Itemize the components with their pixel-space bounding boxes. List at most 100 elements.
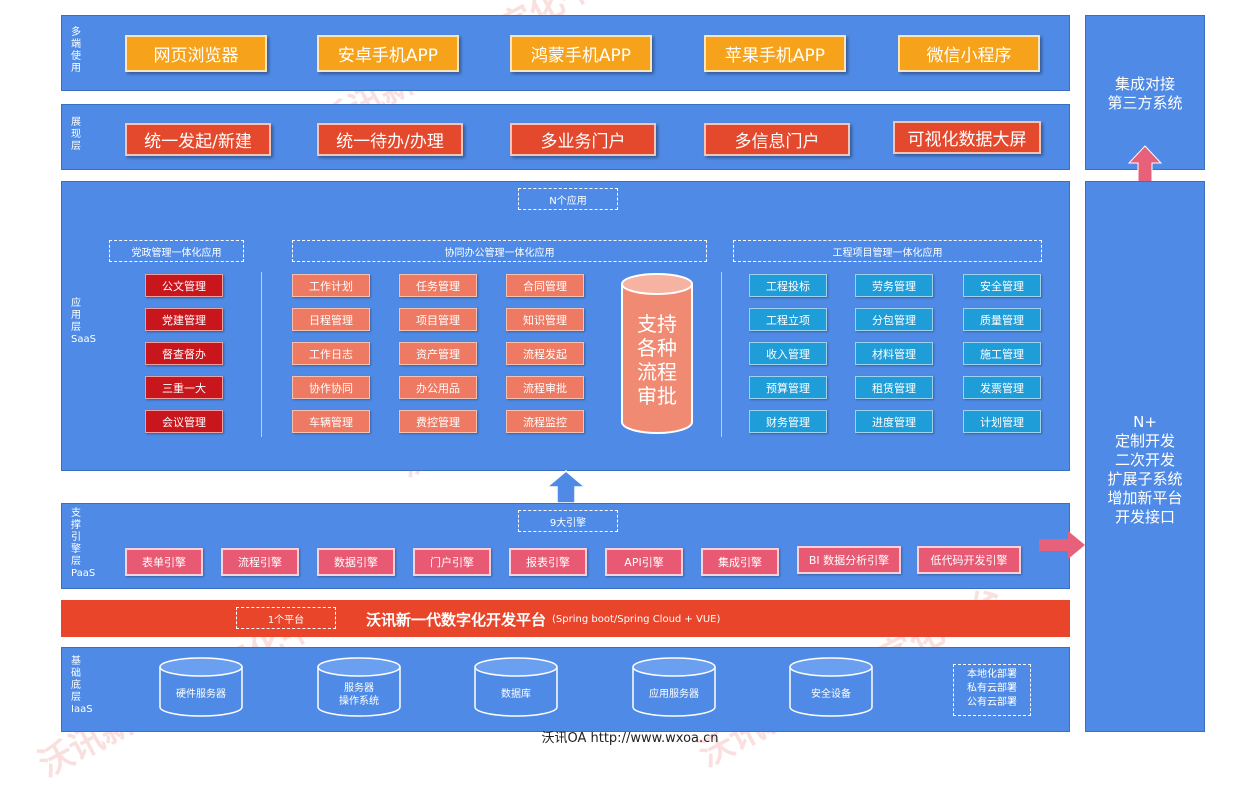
security-device-icon [789, 657, 873, 717]
extension-item: 定制开发 [1114, 432, 1175, 450]
unified-create-button[interactable]: 统一发起/新建 [125, 123, 271, 156]
group-divider [721, 272, 722, 437]
engineering-module[interactable]: 施工管理 [963, 342, 1041, 365]
client-harmony-app[interactable]: 鸿蒙手机APP [510, 35, 652, 72]
engineering-module[interactable]: 发票管理 [963, 376, 1041, 399]
platform-tag: 1个平台 [236, 607, 336, 629]
office-module[interactable]: 车辆管理 [292, 410, 370, 433]
extension-list: N+ 定制开发 二次开发 扩展子系统 增加新平台 开发接口 [1085, 413, 1205, 527]
office-module[interactable]: 费控管理 [399, 410, 477, 433]
engineering-module[interactable]: 劳务管理 [855, 274, 933, 297]
party-module-document[interactable]: 公文管理 [145, 274, 223, 297]
engine-report[interactable]: 报表引擎 [509, 548, 587, 576]
engineering-module[interactable]: 安全管理 [963, 274, 1041, 297]
engine-workflow[interactable]: 流程引擎 [221, 548, 299, 576]
integration-panel [1085, 15, 1205, 170]
office-module[interactable]: 流程发起 [506, 342, 584, 365]
party-group-title: 党政管理一体化应用 [109, 240, 244, 262]
engineering-module[interactable]: 工程投标 [749, 274, 827, 297]
data-screen-button[interactable]: 可视化数据大屏 [893, 121, 1041, 154]
engineering-module[interactable]: 质量管理 [963, 308, 1041, 331]
engineering-module[interactable]: 计划管理 [963, 410, 1041, 433]
extension-item: 开发接口 [1114, 508, 1175, 526]
database-icon [474, 657, 558, 717]
infra-item-label: 应用服务器 [649, 689, 699, 700]
deploy-option: 私有云部署 [967, 683, 1017, 694]
client-android-app[interactable]: 安卓手机APP [317, 35, 459, 72]
party-module-building[interactable]: 党建管理 [145, 308, 223, 331]
party-module-supervision[interactable]: 督查督办 [145, 342, 223, 365]
engine-count-tag: 9大引擎 [518, 510, 618, 532]
engine-api[interactable]: API引擎 [605, 548, 683, 576]
business-portal-button[interactable]: 多业务门户 [510, 123, 656, 156]
engine-data[interactable]: 数据引擎 [317, 548, 395, 576]
extension-item: N+ [1133, 413, 1157, 431]
office-module[interactable]: 流程监控 [506, 410, 584, 433]
office-module[interactable]: 工作日志 [292, 342, 370, 365]
application-layer-label-en: SaaS [71, 334, 96, 345]
infra-item-label: 硬件服务器 [176, 689, 226, 700]
office-module[interactable]: 资产管理 [399, 342, 477, 365]
info-portal-button[interactable]: 多信息门户 [704, 123, 850, 156]
engine-layer-label-cn: 支撑引擎层 [71, 508, 81, 567]
client-web-browser[interactable]: 网页浏览器 [125, 35, 267, 72]
engineering-module[interactable]: 财务管理 [749, 410, 827, 433]
infra-layer-label: 基础底层 IaaS [71, 656, 111, 716]
engineering-module[interactable]: 材料管理 [855, 342, 933, 365]
client-wechat-miniprogram[interactable]: 微信小程序 [898, 35, 1040, 72]
extension-item: 扩展子系统 [1107, 470, 1183, 488]
office-group-title: 协同办公管理一体化应用 [292, 240, 707, 262]
office-module[interactable]: 工作计划 [292, 274, 370, 297]
multi-end-layer-label: 多端使用 [71, 27, 81, 74]
engine-bi[interactable]: BI 数据分析引擎 [797, 546, 901, 574]
office-module[interactable]: 知识管理 [506, 308, 584, 331]
engine-form[interactable]: 表单引擎 [125, 548, 203, 576]
flow-cylinder-icon [621, 273, 693, 434]
application-layer-label: 应用层 SaaS [71, 298, 111, 346]
application-layer-label-cn: 应用层 [71, 298, 81, 333]
engine-portal[interactable]: 门户引擎 [413, 548, 491, 576]
platform-title: 沃讯新一代数字化开发平台 [366, 610, 547, 629]
extension-item: 增加新平台 [1107, 489, 1183, 507]
engineering-module[interactable]: 预算管理 [749, 376, 827, 399]
engine-lowcode[interactable]: 低代码开发引擎 [917, 546, 1021, 574]
office-module[interactable]: 协作协同 [292, 376, 370, 399]
n-apps-tag: N个应用 [518, 188, 618, 210]
engineering-group-title: 工程项目管理一体化应用 [733, 240, 1042, 262]
unified-todo-button[interactable]: 统一待办/办理 [317, 123, 463, 156]
infra-item-label: 安全设备 [811, 689, 851, 700]
office-module[interactable]: 流程审批 [506, 376, 584, 399]
client-iphone-app[interactable]: 苹果手机APP [704, 35, 846, 72]
up-arrow-icon [545, 470, 587, 504]
office-module[interactable]: 日程管理 [292, 308, 370, 331]
infra-item-label: 数据库 [501, 689, 531, 700]
engine-layer-label-en: PaaS [71, 568, 96, 579]
engineering-module[interactable]: 收入管理 [749, 342, 827, 365]
os-server-icon [317, 657, 401, 717]
office-module[interactable]: 合同管理 [506, 274, 584, 297]
infra-item-label: 服务器 操作系统 [339, 683, 379, 707]
deploy-options: 本地化部署 私有云部署 公有云部署 [953, 664, 1031, 716]
office-module[interactable]: 办公用品 [399, 376, 477, 399]
app-server-icon [632, 657, 716, 717]
office-module[interactable]: 任务管理 [399, 274, 477, 297]
party-module-meeting[interactable]: 会议管理 [145, 410, 223, 433]
office-module[interactable]: 项目管理 [399, 308, 477, 331]
flow-support-text: 支持各种流程审批 [637, 312, 677, 408]
party-module-three-one[interactable]: 三重一大 [145, 376, 223, 399]
engineering-module[interactable]: 工程立项 [749, 308, 827, 331]
engine-integration[interactable]: 集成引擎 [701, 548, 779, 576]
infra-layer-label-cn: 基础底层 [71, 656, 81, 703]
engineering-module[interactable]: 租赁管理 [855, 376, 933, 399]
extension-item: 二次开发 [1114, 451, 1175, 469]
engine-layer-label: 支撑引擎层 PaaS [71, 508, 111, 580]
engineering-module[interactable]: 进度管理 [855, 410, 933, 433]
footer-text: 沃讯OA http://www.wxoa.cn [541, 731, 719, 746]
platform-bar [61, 600, 1070, 637]
deploy-option: 公有云部署 [967, 697, 1017, 708]
extension-panel [1085, 181, 1205, 732]
integration-text: 集成对接 第三方系统 [1107, 75, 1183, 112]
presentation-layer-label: 展现层 [71, 117, 81, 152]
engineering-module[interactable]: 分包管理 [855, 308, 933, 331]
deploy-option: 本地化部署 [967, 669, 1017, 680]
